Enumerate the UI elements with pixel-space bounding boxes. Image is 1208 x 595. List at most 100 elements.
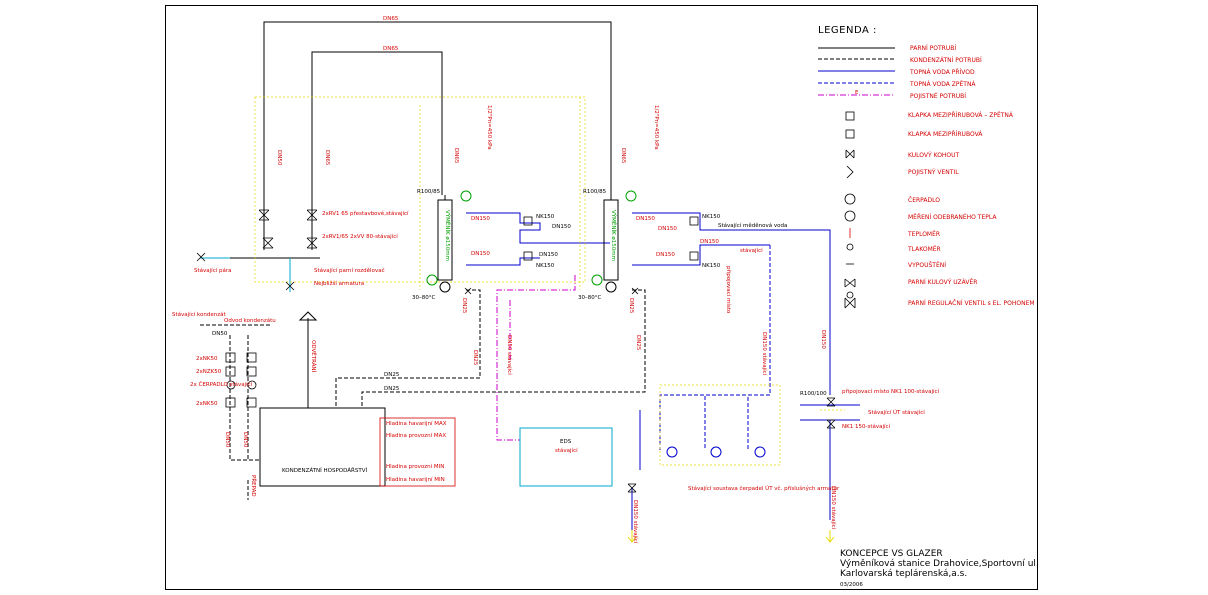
svg-text:30–80°C: 30–80°C <box>412 295 435 301</box>
svg-text:NK150: NK150 <box>536 214 555 220</box>
svg-text:DN65: DN65 <box>383 46 399 52</box>
svg-text:2xNZK50: 2xNZK50 <box>196 369 222 375</box>
svg-text:1/2"Pn=450 kPa: 1/2"Pn=450 kPa <box>486 105 492 150</box>
svg-text:2xRV1/65 2xVV 80-stávající: 2xRV1/65 2xVV 80-stávající <box>322 233 398 240</box>
svg-text:DN50: DN50 <box>212 331 228 337</box>
safety-valve-icon <box>846 165 854 179</box>
heat-exchanger-right <box>603 195 619 293</box>
svg-text:DN150: DN150 <box>539 252 558 258</box>
svg-text:Stávající kondenzát: Stávající kondenzát <box>172 311 226 318</box>
svg-text:DN50: DN50 <box>276 150 282 166</box>
svg-text:2xNK50: 2xNK50 <box>196 401 218 407</box>
svg-text:1/2"Pn=450 kPa: 1/2"Pn=450 kPa <box>653 105 659 150</box>
heat-exchanger-left <box>437 195 453 293</box>
svg-text:TLAKOMĚR: TLAKOMĚR <box>907 245 941 253</box>
project-title: KONCEPCE VS GLAZER <box>840 549 943 559</box>
title-block: KONCEPCE VS GLAZER Výměníková stanice Dr… <box>840 549 1039 588</box>
drawing-frame <box>165 5 1038 590</box>
level-box <box>379 417 456 487</box>
svg-text:MĚŘENÍ ODEBRANÉHO TEPLA: MĚŘENÍ ODEBRANÉHO TEPLA <box>908 213 997 221</box>
svg-text:DN150: DN150 <box>552 224 571 230</box>
valve-symbols <box>196 209 836 493</box>
project-subtitle: Výměníková stanice Drahovice,Sportovní u… <box>840 559 1039 569</box>
svg-text:NK1 150-stávající: NK1 150-stávající <box>842 423 891 430</box>
svg-text:R100/85: R100/85 <box>583 189 607 195</box>
pipe-labels: DN65 DN65 DN50 DN65 DN65 DN65 R100/85 R1… <box>172 16 940 544</box>
ball-valve-icon <box>845 149 855 159</box>
svg-text:NK150: NK150 <box>702 214 721 220</box>
condensate-left <box>335 289 481 408</box>
condensate-right <box>361 289 646 408</box>
svg-text:PARNÍ KULOVÝ UZÁVĚR: PARNÍ KULOVÝ UZÁVĚR <box>908 278 977 286</box>
supply-left-lower <box>466 257 540 266</box>
svg-text:KLAPKA MEZIPŘÍRUBOVÁ – ZPĚTNÁ: KLAPKA MEZIPŘÍRUBOVÁ – ZPĚTNÁ <box>908 111 1014 119</box>
svg-text:DN50 stávající: DN50 stávající <box>506 335 513 375</box>
svg-text:Hladina provozní MIN: Hladina provozní MIN <box>386 463 444 470</box>
steam-line-dn65-second <box>311 51 443 205</box>
svg-text:Stávající soustava čerpadel ÚT: Stávající soustava čerpadel ÚT vč. přísl… <box>688 485 840 492</box>
svg-text:DN150 stávající: DN150 stávající <box>761 332 768 376</box>
svg-text:ODVĚTRÁNÍ: ODVĚTRÁNÍ <box>310 340 318 373</box>
svg-text:DN150: DN150 <box>471 216 490 222</box>
project-client: Karlovarská teplárenská,a.s. <box>840 569 967 579</box>
svg-text:VÝMĚNÍK ø150mm: VÝMĚNÍK ø150mm <box>610 210 618 261</box>
svg-text:DN25: DN25 <box>384 372 400 378</box>
svg-text:stávající: stávající <box>555 447 578 454</box>
svg-text:Stávající měděnová voda: Stávající měděnová voda <box>718 222 787 229</box>
heating-water-piping <box>466 212 860 540</box>
legend-title: LEGENDA : <box>818 25 877 36</box>
svg-text:KULOVÝ KOHOUT: KULOVÝ KOHOUT <box>908 152 960 159</box>
svg-text:Hladina havarijní MAX: Hladina havarijní MAX <box>386 420 447 427</box>
svg-text:DN50: DN50 <box>224 432 230 448</box>
svg-text:VYPOUŠTĚNÍ: VYPOUŠTĚNÍ <box>908 261 946 269</box>
svg-text:DN150 stávající: DN150 stávající <box>632 500 639 544</box>
svg-text:R100/100: R100/100 <box>800 391 827 397</box>
pump-icon <box>844 193 856 205</box>
svg-text:DN25: DN25 <box>635 335 641 351</box>
svg-text:DN25: DN25 <box>384 386 400 392</box>
svg-text:Stávající parní rozdělovač: Stávající parní rozdělovač <box>314 267 385 274</box>
condensate-tank <box>259 407 386 487</box>
supply-right <box>632 212 831 395</box>
project-date: 03/2006 <box>840 582 863 588</box>
butterfly-valve-icon <box>845 129 855 139</box>
pump-group-icons <box>666 446 766 458</box>
boundary-lines <box>254 96 845 466</box>
manometer-icon <box>846 243 854 251</box>
svg-text:připojovací místo: připojovací místo <box>725 266 732 314</box>
svg-text:PŘEPAD: PŘEPAD <box>250 475 258 497</box>
svg-text:Hladina havarijní MIN: Hladina havarijní MIN <box>386 476 445 483</box>
legend-safety: POJISTNÉ POTRUBÍ <box>910 92 966 100</box>
svg-text:EDS: EDS <box>560 439 572 445</box>
flow-arrows <box>627 530 835 543</box>
svg-text:2xRV1 65 přestavbové,stávající: 2xRV1 65 přestavbové,stávající <box>322 210 409 217</box>
svg-text:Nejbližší armatura: Nejbližší armatura <box>314 280 364 287</box>
svg-text:Stávající pára: Stávající pára <box>194 267 232 274</box>
temp-sensor-icons <box>426 190 637 286</box>
svg-text:připojovací místo NK1 100-stáv: připojovací místo NK1 100-stávající <box>842 388 940 395</box>
svg-text:E: E <box>855 90 859 96</box>
svg-text:DN25: DN25 <box>628 298 634 314</box>
svg-text:DN25: DN25 <box>461 298 467 314</box>
svg-text:NK150: NK150 <box>536 263 555 269</box>
svg-text:DN150: DN150 <box>820 330 826 349</box>
supply-left <box>466 212 610 244</box>
svg-text:DN150: DN150 <box>471 251 490 257</box>
svg-text:DN65: DN65 <box>620 148 626 164</box>
svg-text:2x ČERPADLO stávající: 2x ČERPADLO stávající <box>190 381 253 388</box>
steam-ball-valve-icon <box>844 278 856 288</box>
legend-condensate: KONDENZÁTNÍ POTRUBÍ <box>910 57 982 64</box>
svg-text:DN50: DN50 <box>242 432 248 448</box>
condensate-valves <box>225 352 257 408</box>
legend-return: TOPNÁ VODA ZPĚTNÁ <box>909 80 976 88</box>
svg-text:Hladina provozní MAX: Hladina provozní MAX <box>386 432 446 439</box>
heat-meter-icon <box>844 210 856 222</box>
eds-box <box>519 427 613 487</box>
legend: LEGENDA : PARNÍ POTRUBÍ KONDENZÁTNÍ POTR… <box>818 25 1035 309</box>
svg-text:KLAPKA MEZIPŘÍRUBOVÁ: KLAPKA MEZIPŘÍRUBOVÁ <box>908 130 983 138</box>
svg-text:30–80°C: 30–80°C <box>578 295 601 301</box>
svg-text:DN65: DN65 <box>453 148 459 164</box>
safety-piping <box>496 275 576 441</box>
svg-text:DN150: DN150 <box>656 252 675 258</box>
